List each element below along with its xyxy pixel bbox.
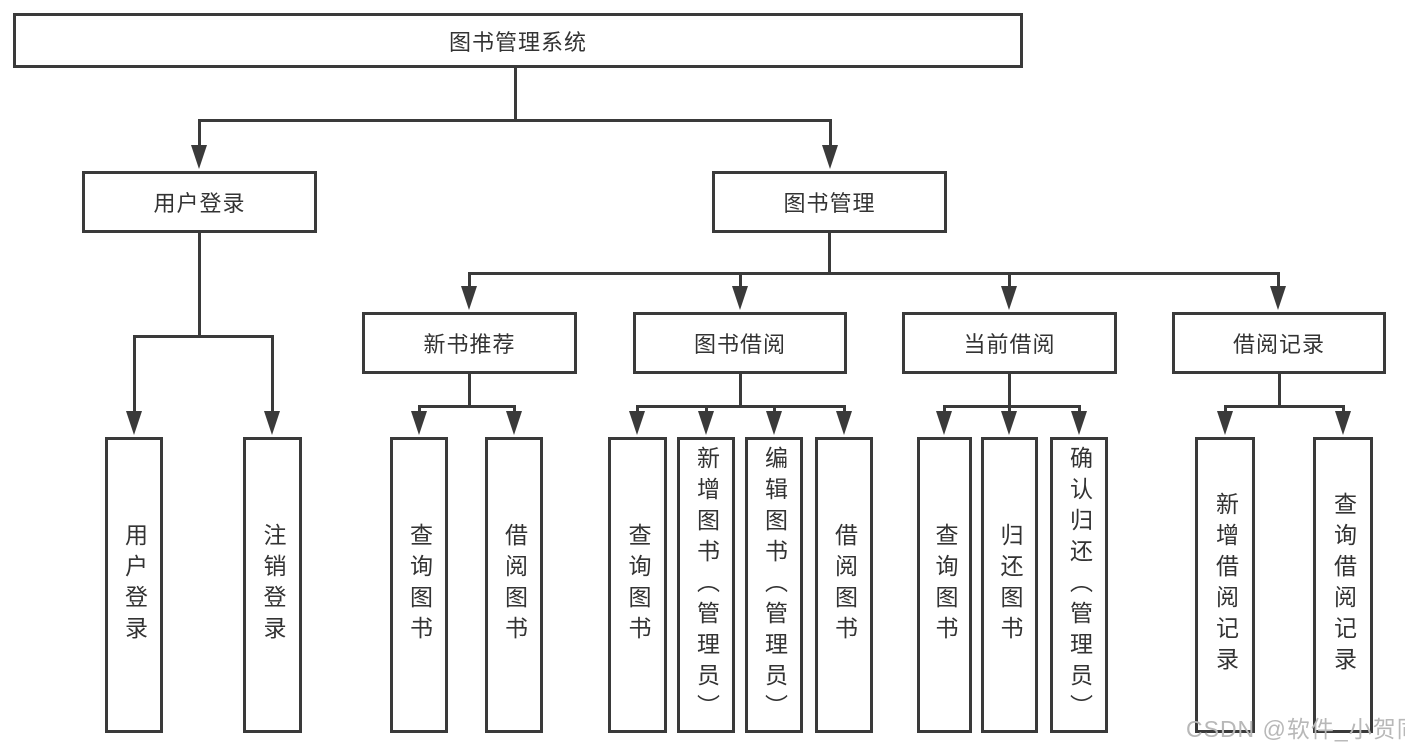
arrow-down-icon <box>191 145 207 169</box>
arrow-down-icon <box>1001 411 1017 435</box>
connector-line <box>271 335 274 415</box>
arrow-down-icon <box>836 411 852 435</box>
node-label: 图书管理系统 <box>448 29 587 55</box>
connector-line <box>1277 272 1280 292</box>
connector-line <box>198 119 201 151</box>
arrow-down-icon <box>461 286 477 310</box>
leaf-query-borrow-record: 查询借阅记录 <box>1313 437 1373 733</box>
arrow-down-icon <box>264 411 280 435</box>
node-borrowing-records: 借阅记录 <box>1172 312 1386 374</box>
arrow-down-icon <box>506 411 522 435</box>
node-label: 用户登录 <box>153 191 246 216</box>
connector-line <box>739 374 742 408</box>
node-label: 新书推荐 <box>423 332 516 357</box>
arrow-down-icon <box>629 411 645 435</box>
leaf-label: 查询图书 <box>932 523 958 647</box>
connector-line <box>828 233 831 275</box>
leaf-user-login: 用户登录 <box>105 437 163 733</box>
node-book-management: 图书管理 <box>712 171 947 233</box>
connector-line <box>1278 374 1281 408</box>
node-user-login: 用户登录 <box>82 171 317 233</box>
connector-line <box>943 405 1081 408</box>
node-label: 借阅记录 <box>1232 332 1325 357</box>
connector-line <box>1008 374 1011 408</box>
leaf-add-books-admin: 新增图书（管理员） <box>677 437 735 733</box>
arrow-down-icon <box>1071 411 1087 435</box>
leaf-query-books-recommend: 查询图书 <box>390 437 448 733</box>
leaf-label: 用户登录 <box>121 523 148 647</box>
leaf-label: 借阅图书 <box>831 523 858 647</box>
connector-line <box>636 405 846 408</box>
arrow-down-icon <box>411 411 427 435</box>
leaf-confirm-return-admin: 确认归还（管理员） <box>1050 437 1108 733</box>
leaf-label: 查询图书 <box>625 523 651 647</box>
arrow-down-icon <box>936 411 952 435</box>
connector-line <box>468 272 1280 275</box>
leaf-label: 新增借阅记录 <box>1212 492 1239 678</box>
arrow-down-icon <box>1217 411 1233 435</box>
arrow-down-icon <box>732 286 748 310</box>
node-label: 图书管理 <box>783 191 876 216</box>
watermark: CSDN @软件_小贺同学 <box>1186 716 1405 742</box>
leaf-label: 新增图书（管理员） <box>693 445 720 725</box>
connector-line <box>1224 405 1345 408</box>
node-label: 当前借阅 <box>963 332 1056 357</box>
node-library-management-system: 图书管理系统 <box>13 13 1023 68</box>
connector-line <box>468 374 471 408</box>
leaf-add-borrow-record: 新增借阅记录 <box>1195 437 1255 733</box>
connector-line <box>468 272 471 292</box>
arrow-down-icon <box>822 145 838 169</box>
leaf-label: 查询借阅记录 <box>1330 492 1357 678</box>
arrow-down-icon <box>1001 286 1017 310</box>
leaf-return-books: 归还图书 <box>981 437 1038 733</box>
leaf-edit-books-admin: 编辑图书（管理员） <box>745 437 803 733</box>
node-book-borrowing: 图书借阅 <box>633 312 847 374</box>
connector-line <box>133 335 136 415</box>
leaf-logout: 注销登录 <box>243 437 302 733</box>
leaf-label: 查询图书 <box>406 523 433 647</box>
leaf-label: 编辑图书（管理员） <box>761 445 788 725</box>
connector-line <box>133 335 274 338</box>
arrow-down-icon <box>126 411 142 435</box>
connector-line <box>514 68 517 121</box>
node-current-borrowing: 当前借阅 <box>902 312 1117 374</box>
connector-line <box>418 405 516 408</box>
leaf-label: 确认归还（管理员） <box>1066 445 1093 725</box>
arrow-down-icon <box>766 411 782 435</box>
connector-line <box>1008 272 1011 292</box>
connector-line <box>739 272 742 292</box>
leaf-label: 归还图书 <box>997 523 1023 647</box>
arrow-down-icon <box>1270 286 1286 310</box>
arrow-down-icon <box>698 411 714 435</box>
leaf-query-books-current: 查询图书 <box>917 437 972 733</box>
connector-line <box>198 119 832 122</box>
leaf-query-books-borrowing: 查询图书 <box>608 437 667 733</box>
leaf-borrow-books: 借阅图书 <box>815 437 873 733</box>
node-label: 图书借阅 <box>693 332 786 357</box>
leaf-borrow-books-recommend: 借阅图书 <box>485 437 543 733</box>
node-new-book-recommendation: 新书推荐 <box>362 312 577 374</box>
connector-line <box>198 233 201 337</box>
leaf-label: 注销登录 <box>260 523 286 647</box>
arrow-down-icon <box>1335 411 1351 435</box>
leaf-label: 借阅图书 <box>501 523 528 647</box>
connector-line <box>829 119 832 151</box>
